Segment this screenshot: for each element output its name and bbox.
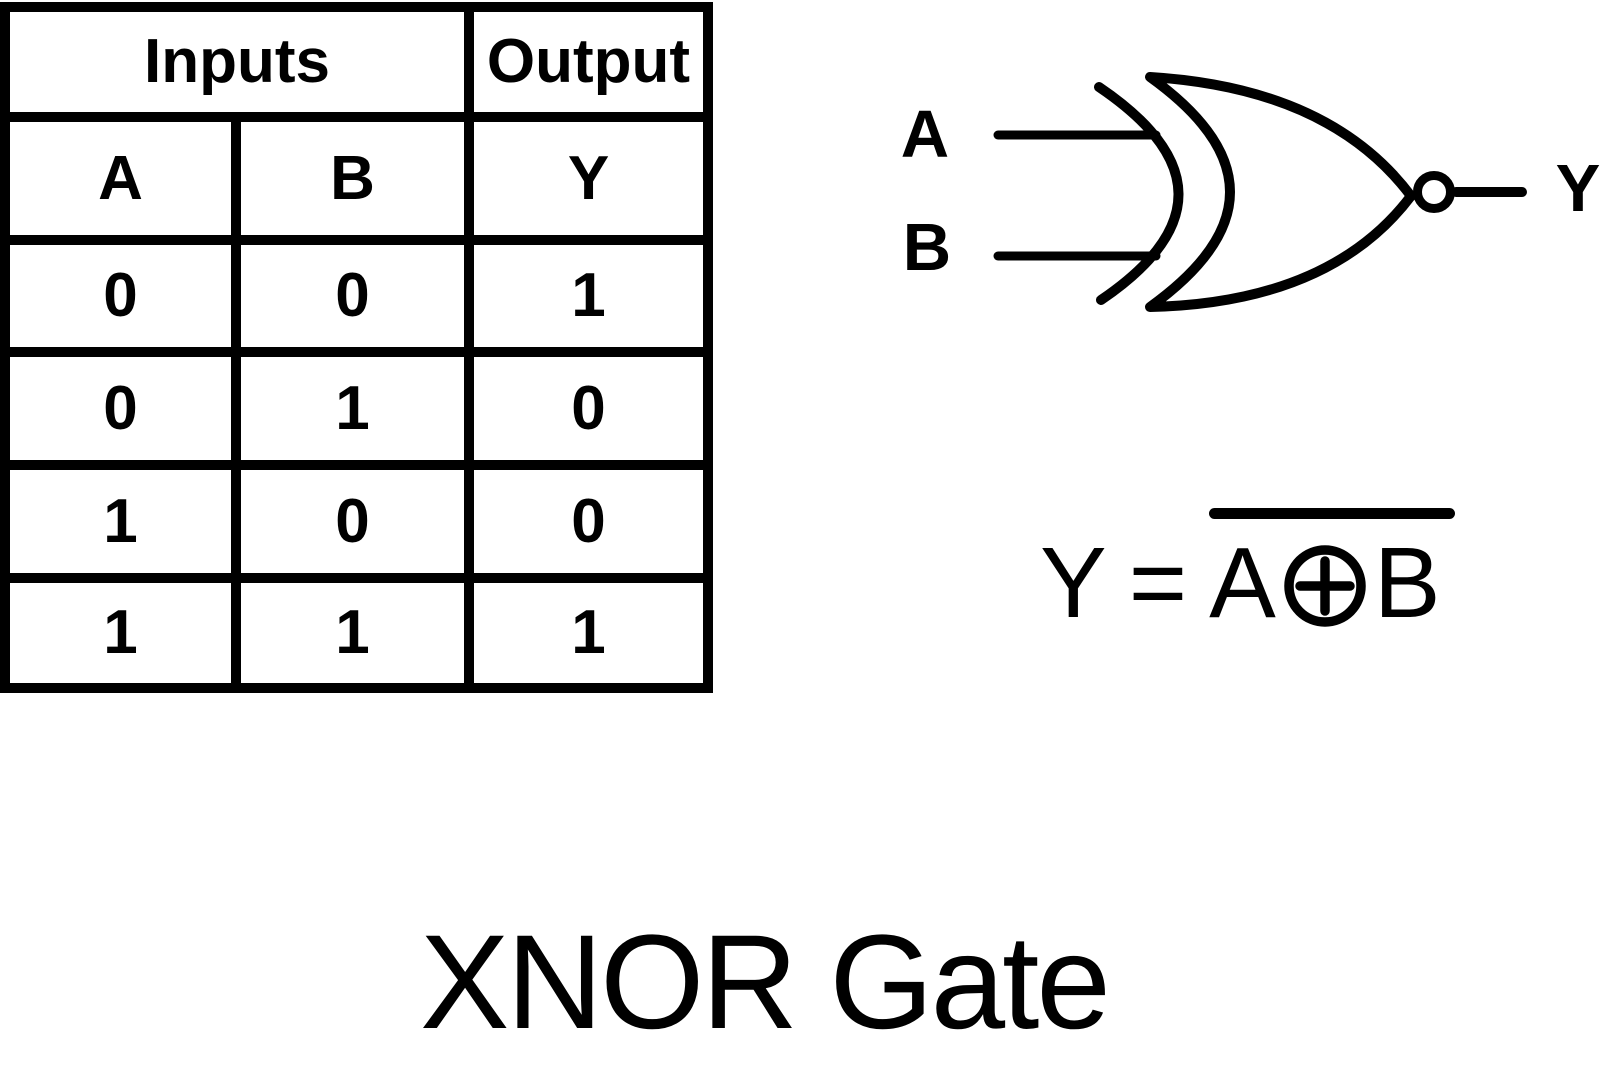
table-header-output: Output bbox=[474, 12, 703, 112]
xor-input-curve bbox=[1094, 82, 1184, 305]
xor-operator-icon bbox=[1284, 545, 1366, 627]
table-cell-row3-a: 1 bbox=[10, 470, 231, 573]
equation-operand-b: B bbox=[1373, 527, 1441, 639]
table-cell-row2-y: 0 bbox=[474, 357, 703, 460]
table-cell-row2-a: 0 bbox=[10, 357, 231, 460]
column-header-b: B bbox=[241, 122, 464, 235]
boolean-equation: Y = A B bbox=[1040, 508, 1455, 639]
column-header-a: A bbox=[10, 122, 231, 235]
table-cell-row1-b: 0 bbox=[241, 245, 464, 347]
table-cell-row3-b: 0 bbox=[241, 470, 464, 573]
inversion-bubble bbox=[1413, 171, 1455, 213]
table-cell-row3-y: 0 bbox=[474, 470, 703, 573]
gate-body bbox=[1145, 72, 1416, 312]
input-b-label: B bbox=[903, 210, 951, 285]
truth-table: Inputs Output A B Y 0 0 1 0 1 0 1 0 0 1 … bbox=[0, 2, 713, 693]
table-cell-row4-a: 1 bbox=[10, 583, 231, 683]
equation-equals: = bbox=[1128, 527, 1188, 639]
table-cell-row2-b: 1 bbox=[241, 357, 464, 460]
table-cell-row4-y: 1 bbox=[474, 583, 703, 683]
input-a-label: A bbox=[901, 97, 949, 172]
equation-lhs: Y bbox=[1040, 527, 1107, 639]
equation-operand-a: A bbox=[1209, 527, 1276, 639]
output-y-label: Y bbox=[1556, 151, 1600, 226]
equation-overline-bar bbox=[1209, 508, 1455, 519]
table-cell-row4-b: 1 bbox=[241, 583, 464, 683]
equation-rhs-overlined: A B bbox=[1209, 508, 1455, 639]
table-cell-row1-y: 1 bbox=[474, 245, 703, 347]
diagram-caption: XNOR Gate bbox=[420, 908, 1111, 1057]
column-header-y: Y bbox=[474, 122, 703, 235]
xnor-gate-symbol: A B Y bbox=[901, 72, 1600, 312]
table-cell-row1-a: 0 bbox=[10, 245, 231, 347]
table-header-inputs: Inputs bbox=[10, 12, 464, 112]
